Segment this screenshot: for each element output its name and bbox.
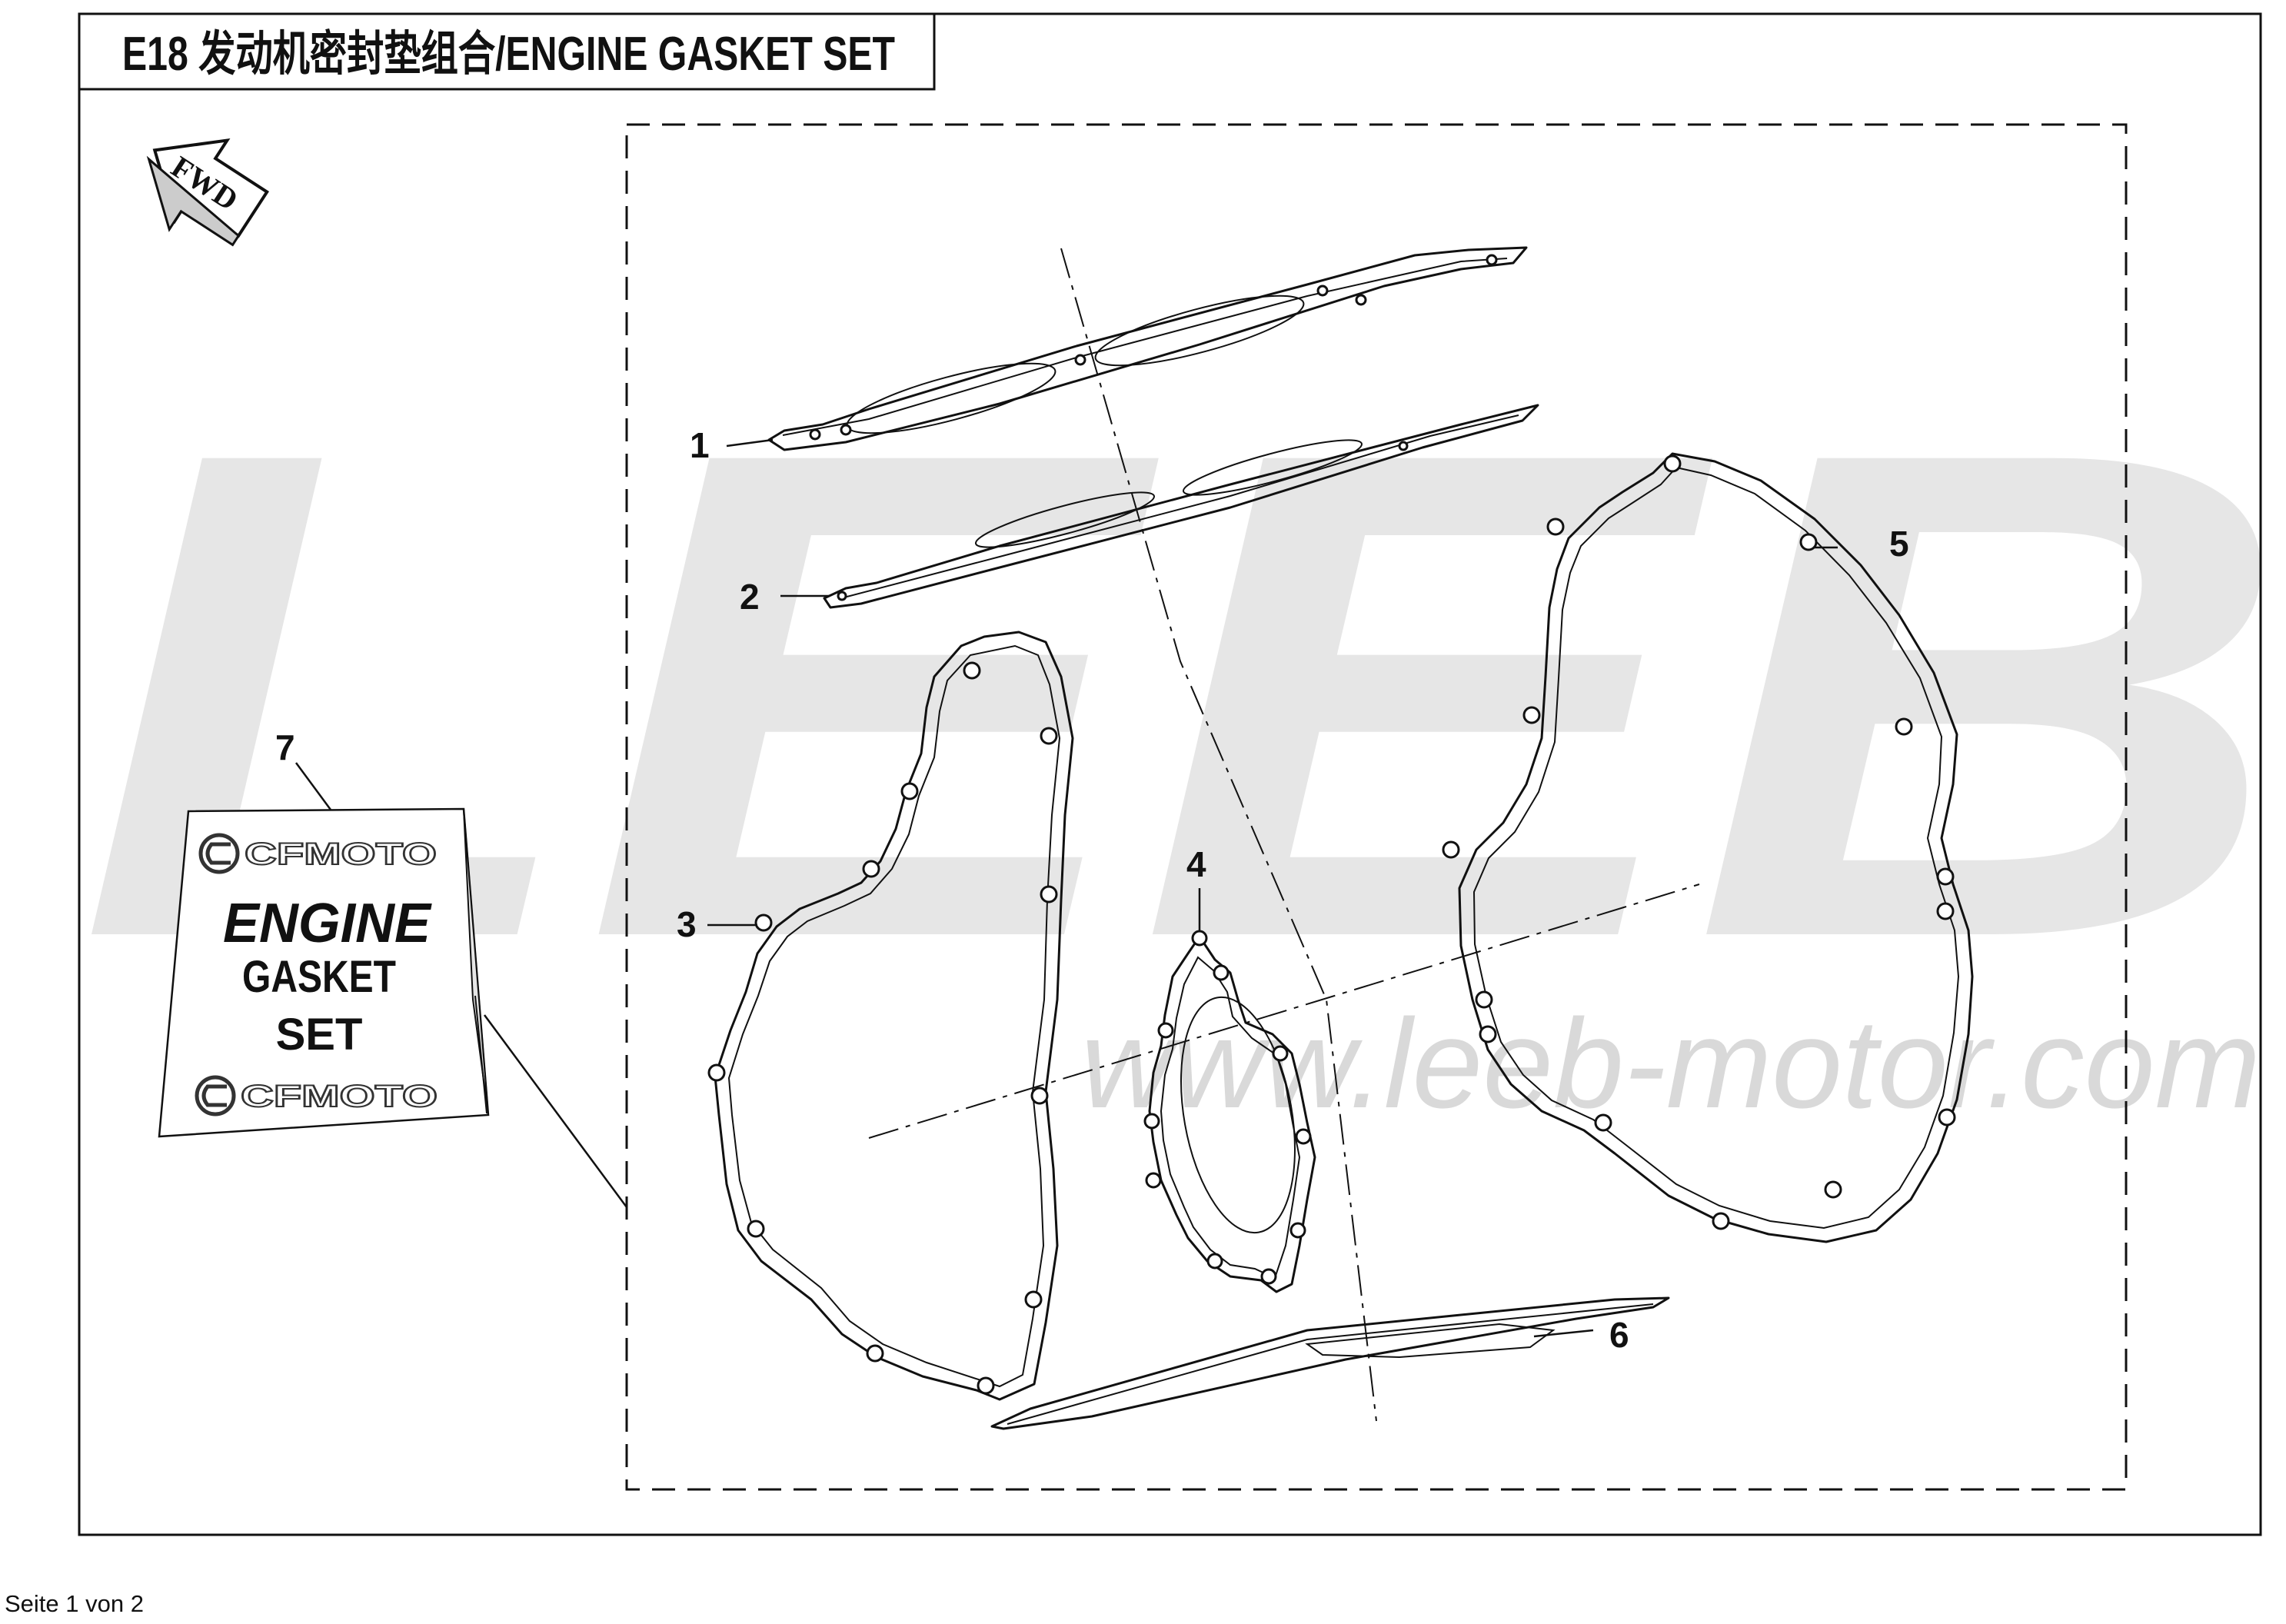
gasket-5-right-cover [1442, 452, 1974, 1243]
fwd-arrow-icon: FWD [146, 138, 269, 247]
gasket-set-package: CFMOTO ENGINE GASKET SET CFMOTO [158, 807, 490, 1138]
callout-7: 7 [275, 727, 295, 767]
center-line [1060, 248, 1377, 1422]
callout-4: 4 [1186, 844, 1206, 884]
callout-3: 3 [677, 904, 697, 944]
gasket-3-left-cover [707, 631, 1074, 1401]
callouts: 1 2 3 4 5 6 7 [275, 425, 1909, 1355]
page-title: E18 发动机密封垫组合/ENGINE GASKET SET [122, 28, 895, 81]
watermark-url: www.leeb-motor.com [1081, 993, 2261, 1134]
outer-frame [78, 12, 2262, 1536]
page-footer: Seite 1 von 2 [5, 1590, 144, 1617]
callout-2: 2 [740, 577, 760, 617]
package-line-gasket: GASKET [242, 952, 396, 1002]
package-brand-bottom-text: CFMOTO [241, 1080, 438, 1113]
leader-lines [294, 438, 1838, 1338]
gasket-2-cylinder-base [823, 404, 1539, 609]
package-line-engine: ENGINE [223, 893, 432, 954]
gasket-6-plate [990, 1296, 1670, 1430]
cross-center-line [868, 884, 1700, 1139]
gasket-4-small-cover [1143, 930, 1316, 1293]
package-brand-top: CFMOTO [198, 833, 438, 874]
callout-6: 6 [1609, 1315, 1629, 1355]
package-brand-bottom: CFMOTO [195, 1075, 438, 1116]
title-box: E18 发动机密封垫组合/ENGINE GASKET SET [78, 12, 936, 91]
callout-5: 5 [1889, 524, 1909, 564]
gasket-1-cylinder-head [767, 246, 1528, 451]
package-brand-top-text: CFMOTO [245, 837, 437, 871]
dashed-group-frame [625, 123, 2128, 1491]
callout-1: 1 [690, 425, 710, 465]
package-line-set: SET [276, 1010, 363, 1060]
